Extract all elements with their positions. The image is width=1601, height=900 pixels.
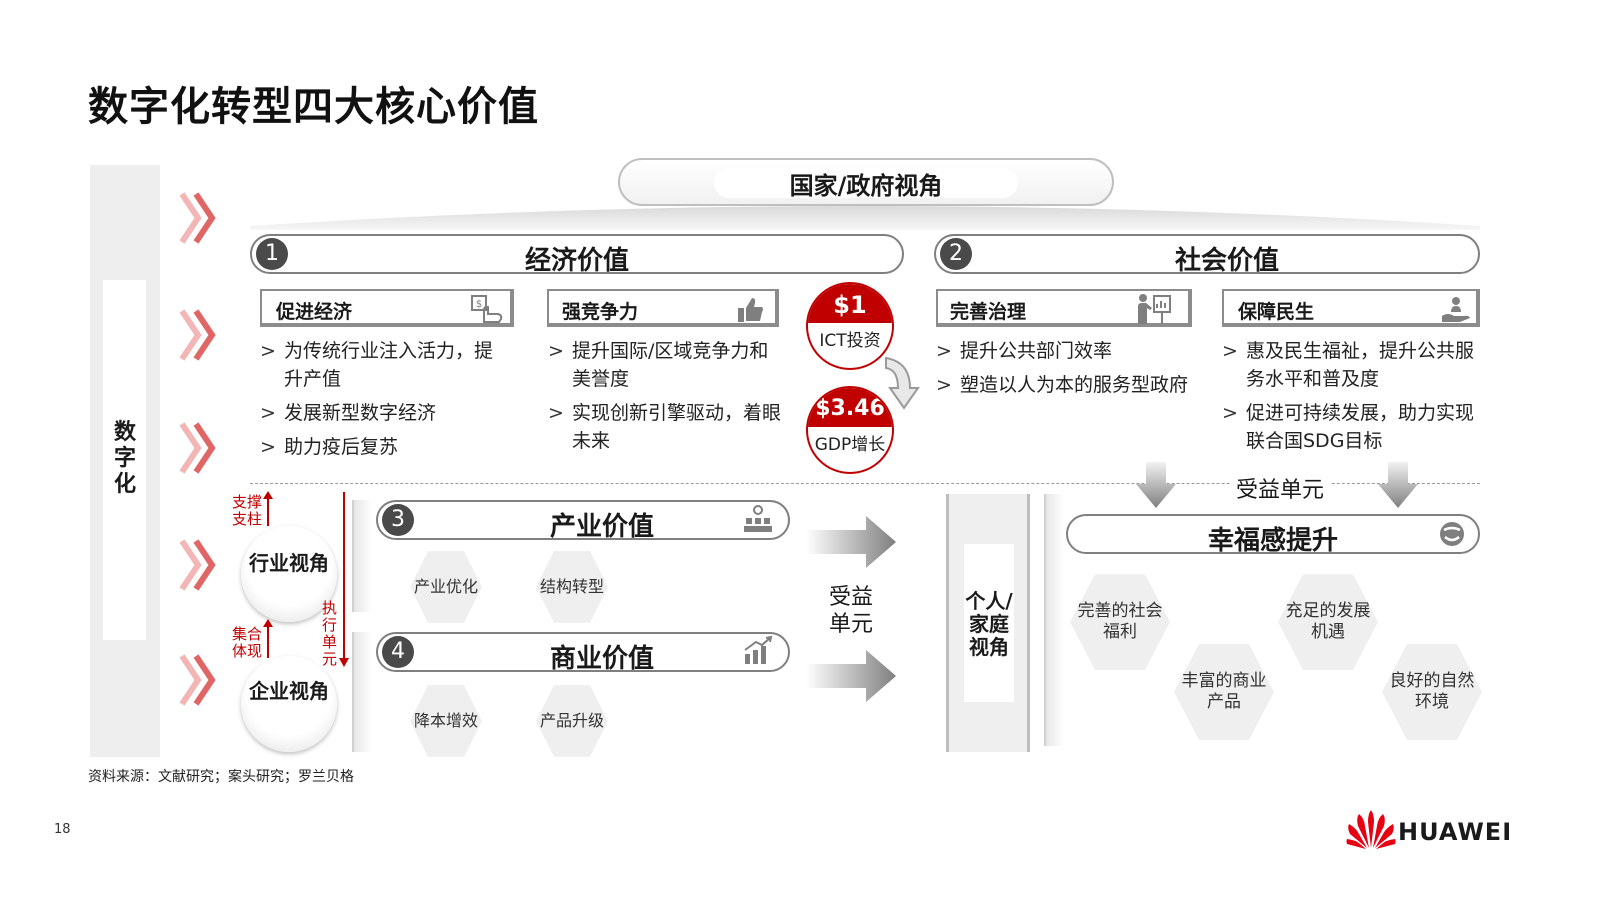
industry-view-circle (241, 526, 337, 622)
social-col1-bullets: 提升公共部门效率 塑造以人为本的服务型政府 (936, 337, 1206, 405)
business-value-number: 4 (382, 636, 414, 668)
social-value-pill (934, 234, 1480, 274)
gov-perspective-inner (714, 168, 1018, 198)
middle-benefit-label: 受益单元 (828, 585, 873, 637)
gdp-growth-value: $3.46 (808, 388, 892, 427)
personal-view-inner (964, 544, 1014, 702)
economic-col2-header-text: 强竞争力 (562, 301, 639, 323)
thumbs-up-icon (738, 298, 763, 322)
business-value-pill (376, 632, 790, 672)
bullet-item: 提升国际/区域竞争力和美誉度 (548, 337, 784, 393)
gdp-growth-label: GDP增长 (814, 435, 886, 455)
social-number: 2 (940, 238, 972, 270)
digital-strip-inner (103, 280, 146, 640)
up-arrow-icon (263, 491, 273, 526)
source-note: 资料来源：文献研究；案头研究；罗兰贝格 (88, 769, 354, 785)
business-value-title: 商业价值 (549, 644, 654, 674)
gdp-growth-badge: $3.46 GDP增长 (806, 386, 894, 474)
social-col2-header-text: 保障民生 (1238, 301, 1315, 323)
factory-icon (744, 505, 772, 532)
chevron-right-icon (179, 422, 216, 474)
industry-value-number: 3 (382, 504, 414, 536)
chevron-right-icon (179, 654, 216, 706)
huawei-wordmark: HUAWEI (1398, 818, 1513, 846)
economic-col2-bullets: 提升国际/区域竞争力和美誉度 实现创新引擎驱动，着眼未来 (548, 337, 784, 461)
bullet-item: 助力疫后复苏 (260, 433, 510, 461)
support-label: 支撑支柱 (232, 493, 263, 528)
down-arrow-icon (1378, 462, 1418, 508)
enterprise-view-circle (241, 656, 337, 752)
page-title: 数字化转型四大核心价值 (88, 84, 539, 130)
industry-value-title: 产业价值 (549, 512, 654, 542)
growth-chart-icon (744, 636, 773, 664)
hand-money-icon: $ (471, 295, 503, 323)
gov-perspective-label: 国家/政府视角 (789, 172, 943, 200)
chevron-right-icon (179, 192, 216, 244)
happiness-title: 幸福感提升 (1207, 526, 1338, 556)
hex-development-opportunity: 充足的发展机遇 (1278, 574, 1378, 670)
right-arrow-icon (806, 516, 896, 568)
execute-label: 执行单元 (322, 599, 338, 668)
hex-natural-environment: 良好的自然环境 (1382, 644, 1482, 740)
care-hand-icon (1442, 297, 1470, 322)
right-arrow-icon (806, 650, 896, 702)
ict-invest-label: ICT投资 (819, 331, 881, 351)
bullet-item: 实现创新引擎驱动，着眼未来 (548, 399, 784, 455)
bracket-business (352, 632, 372, 752)
ict-invest-value: $1 (808, 284, 892, 323)
smile-icon (1440, 522, 1464, 546)
bracket-personal (1044, 494, 1064, 746)
social-col2-header (1222, 289, 1480, 327)
chevron-right-icon (179, 309, 216, 361)
economic-col1-bullets: 为传统行业注入活力，提升产值 发展新型数字经济 助力疫后复苏 (260, 337, 510, 467)
bullet-item: 促进可持续发展，助力实现联合国SDG目标 (1222, 399, 1484, 455)
huawei-logo-icon (1346, 810, 1396, 849)
down-arrow-icon (339, 492, 349, 667)
down-arrow-icon (1136, 462, 1176, 508)
happiness-pill (1066, 514, 1480, 554)
social-col2-bullets: 惠及民生福祉，提升公共服务水平和普及度 促进可持续发展，助力实现联合国SDG目标 (1222, 337, 1484, 461)
gov-roof (250, 206, 1480, 230)
hex-cost-efficiency: 降本增效 (410, 685, 482, 757)
chevron-right-icon (179, 539, 216, 591)
hex-structure-transform: 结构转型 (536, 551, 608, 623)
social-value-title: 社会价值 (1174, 246, 1279, 276)
enterprise-view-label: 企业视角 (249, 679, 329, 703)
hex-business-products: 丰富的商业产品 (1174, 644, 1274, 740)
page-number: 18 (54, 822, 71, 837)
digital-strip-label: 数字化 (113, 420, 136, 497)
bullet-item: 发展新型数字经济 (260, 399, 510, 427)
presenter-icon (1138, 294, 1171, 324)
industry-view-label: 行业视角 (249, 551, 329, 575)
economic-col1-header-text: 促进经济 (276, 301, 353, 323)
collect-label: 集合体现 (232, 625, 263, 660)
divider-dashed (250, 483, 1480, 484)
social-col1-header-text: 完善治理 (950, 301, 1027, 323)
ict-invest-badge: $1 ICT投资 (806, 282, 894, 370)
hex-product-upgrade: 产品升级 (536, 685, 608, 757)
economic-value-pill (250, 234, 904, 274)
economic-value-title: 经济价值 (524, 246, 629, 276)
hex-industry-optimize: 产业优化 (410, 551, 482, 623)
svg-text:$: $ (476, 299, 482, 310)
bullet-item: 惠及民生福祉，提升公共服务水平和普及度 (1222, 337, 1484, 393)
bracket-industry (352, 500, 372, 612)
up-arrow-icon (263, 619, 273, 658)
industry-value-pill (376, 500, 790, 540)
hex-social-welfare: 完善的社会福利 (1070, 574, 1170, 670)
bullet-item: 提升公共部门效率 (936, 337, 1206, 365)
curved-arrow-icon (885, 356, 920, 410)
benefit-unit-label: 受益单元 (1230, 472, 1331, 504)
bullet-item: 塑造以人为本的服务型政府 (936, 371, 1206, 399)
personal-view-label: 个人/家庭视角 (965, 589, 1013, 659)
bullet-item: 为传统行业注入活力，提升产值 (260, 337, 510, 393)
economic-number: 1 (256, 238, 288, 270)
